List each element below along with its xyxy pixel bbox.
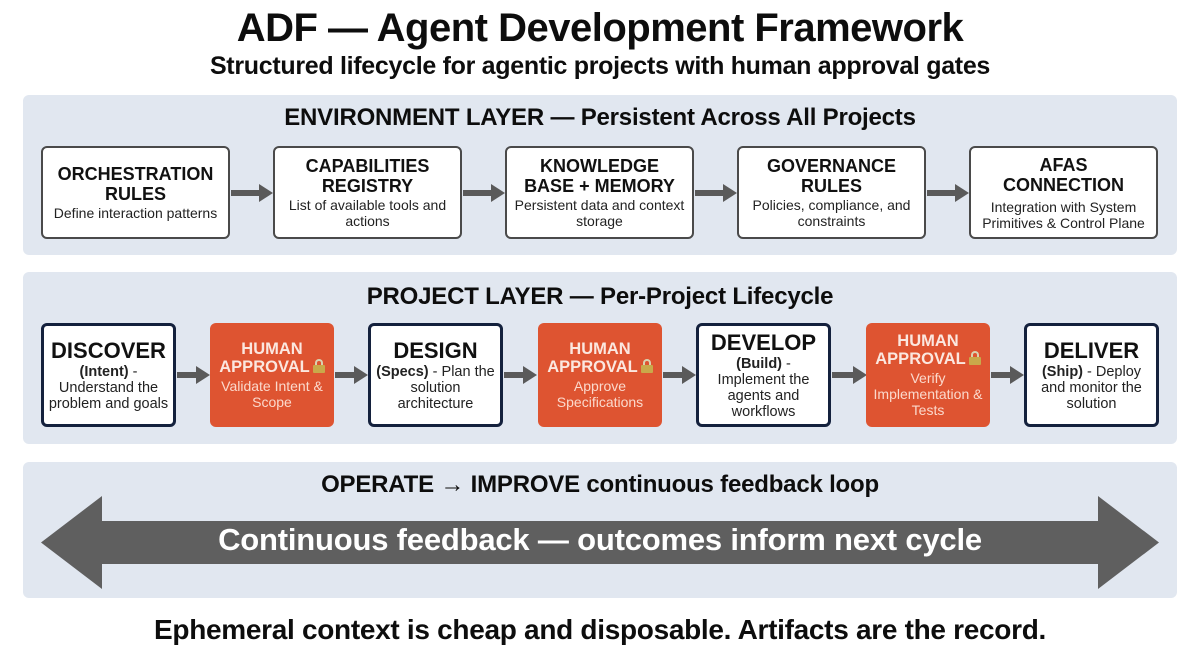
feedback-arrow-label: Continuous feedback — outcomes inform ne… <box>218 522 982 557</box>
gate-verify-implementation: HUMAN APPROVAL Verify Implementation & T… <box>866 323 990 427</box>
env-box-title: GOVERNANCE RULES <box>766 156 896 196</box>
lock-icon <box>640 359 653 373</box>
gate-title: HUMAN APPROVAL <box>870 332 986 368</box>
gate-approve-specifications: HUMAN APPROVAL Approve Specifications <box>538 323 662 427</box>
project-layer-panel: PROJECT LAYER — Per-Project Lifecycle DI… <box>23 272 1177 444</box>
env-box-desc: Integration with System Primitives & Con… <box>982 198 1145 231</box>
gate-title: HUMAN APPROVAL <box>542 340 658 376</box>
feedback-loop-panel: OPERATE → IMPROVE continuous feedback lo… <box>23 462 1177 598</box>
gate-desc: Approve Specifications <box>556 378 644 410</box>
phase-desc: (Intent) - Understand the problem and go… <box>48 363 169 412</box>
env-box-capabilities-registry: CAPABILITIES REGISTRY List of available … <box>273 146 462 239</box>
gate-title: HUMAN APPROVAL <box>214 340 330 376</box>
env-box-title: ORCHESTRATION RULES <box>57 164 214 204</box>
double-arrow-icon <box>41 496 1159 589</box>
project-layer-title: PROJECT LAYER — Per-Project Lifecycle <box>366 283 834 310</box>
gate-validate-intent: HUMAN APPROVAL Validate Intent & Scope <box>210 323 334 427</box>
phase-title: DELIVER <box>1043 337 1140 363</box>
env-box-afas-connection: AFAS CONNECTION Integration with System … <box>969 146 1158 239</box>
page-subtitle: Structured lifecycle for agentic project… <box>209 52 991 80</box>
arrow-right-icon <box>927 184 969 202</box>
env-box-knowledge-base-memory: KNOWLEDGE BASE + MEMORY Persistent data … <box>505 146 694 239</box>
arrow-right-icon <box>663 366 696 384</box>
env-box-desc: Policies, compliance, and constraints <box>752 197 911 229</box>
env-box-desc: Define interaction patterns <box>53 205 218 221</box>
env-box-title: KNOWLEDGE BASE + MEMORY <box>524 156 675 196</box>
phase-desc: (Build) - Implement the agents and workf… <box>717 355 810 420</box>
arrow-right-icon <box>463 184 505 202</box>
arrow-right-icon <box>177 366 210 384</box>
lock-icon <box>968 351 981 365</box>
phase-title: DESIGN <box>393 337 478 363</box>
phase-title: DISCOVER <box>51 337 166 363</box>
arrow-right-icon <box>504 366 537 384</box>
phase-desc: (Ship) - Deploy and monitor the solution <box>1041 363 1142 412</box>
gate-desc: Validate Intent & Scope <box>221 378 323 410</box>
phase-develop: DEVELOP (Build) - Implement the agents a… <box>696 323 831 427</box>
env-box-title: CAPABILITIES REGISTRY <box>305 156 430 196</box>
phase-desc: (Specs) - Plan the solution architecture <box>376 363 495 412</box>
environment-layer-title: ENVIRONMENT LAYER — Persistent Across Al… <box>284 104 916 131</box>
arrow-right-icon <box>832 366 867 384</box>
arrow-right-icon <box>335 366 368 384</box>
feedback-loop-title: OPERATE → IMPROVE continuous feedback lo… <box>321 471 879 498</box>
env-box-governance-rules: GOVERNANCE RULES Policies, compliance, a… <box>737 146 926 239</box>
phase-deliver: DELIVER (Ship) - Deploy and monitor the … <box>1024 323 1159 427</box>
footer-tagline: Ephemeral context is cheap and disposabl… <box>154 614 1046 645</box>
env-box-desc: List of available tools and actions <box>288 197 447 229</box>
page-title: ADF — Agent Development Framework <box>236 6 964 50</box>
environment-layer-panel: ENVIRONMENT LAYER — Persistent Across Al… <box>23 95 1177 255</box>
env-box-title: AFAS CONNECTION <box>1003 154 1124 195</box>
env-box-orchestration-rules: ORCHESTRATION RULES Define interaction p… <box>41 146 230 239</box>
gate-desc: Verify Implementation & Tests <box>873 370 983 418</box>
arrow-right-icon <box>231 184 273 202</box>
phase-title: DEVELOP <box>710 329 817 355</box>
phase-discover: DISCOVER (Intent) - Understand the probl… <box>41 323 176 427</box>
arrow-right-icon <box>991 366 1024 384</box>
arrow-right-icon <box>695 184 737 202</box>
lock-icon <box>312 359 325 373</box>
env-box-desc: Persistent data and context storage <box>514 197 685 229</box>
phase-design: DESIGN (Specs) - Plan the solution archi… <box>368 323 503 427</box>
